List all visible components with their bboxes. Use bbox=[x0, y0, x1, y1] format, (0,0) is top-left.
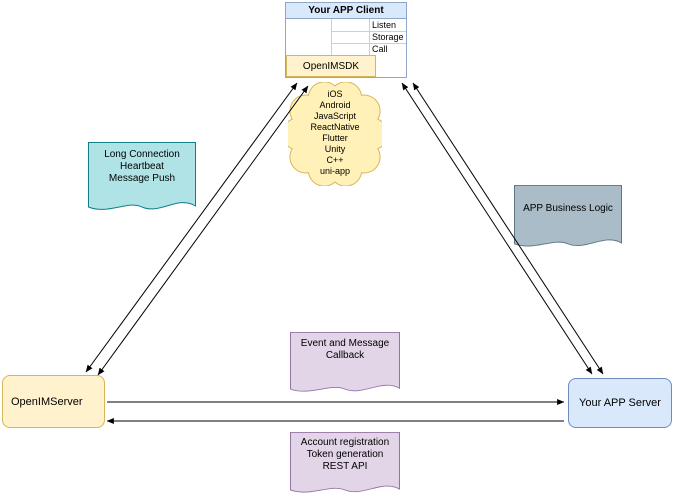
note-rest-api: Account registration Token generation RE… bbox=[290, 432, 400, 498]
openim-server-node: OpenIMServer bbox=[2, 375, 105, 428]
platforms-cloud-text: iOS Android JavaScript ReactNative Flutt… bbox=[288, 89, 382, 177]
platform-label: Android bbox=[319, 100, 351, 110]
client-title: Your APP Client bbox=[286, 3, 406, 19]
note-line: Event and Message bbox=[300, 338, 390, 349]
note-line: APP Business Logic bbox=[523, 203, 613, 214]
platform-label: Unity bbox=[324, 144, 346, 154]
client-interface-storage: Storage bbox=[372, 32, 404, 42]
platform-label: C++ bbox=[326, 155, 344, 165]
note-line: Long Connection bbox=[104, 149, 180, 160]
app-server-node: Your APP Server bbox=[568, 378, 672, 428]
note-business-logic: APP Business Logic bbox=[514, 185, 622, 252]
note-line: Token generation bbox=[306, 449, 384, 460]
connector-sdk-openimserver-1 bbox=[85, 82, 298, 373]
note-callback: Event and Message Callback bbox=[290, 332, 400, 397]
client-divider-vertical-1 bbox=[331, 19, 332, 55]
note-callback-shape bbox=[290, 332, 400, 392]
platform-label: ReactNative bbox=[310, 122, 360, 132]
platform-label: iOS bbox=[327, 89, 343, 99]
platform-label: JavaScript bbox=[313, 111, 357, 121]
client-row-separator-1 bbox=[331, 31, 406, 32]
note-line: REST API bbox=[322, 461, 368, 472]
connector-sdk-openimserver-2 bbox=[97, 85, 309, 376]
openimsdk-node: OpenIMSDK bbox=[286, 55, 376, 77]
client-interface-call: Call bbox=[372, 44, 388, 54]
note-line: Callback bbox=[325, 350, 365, 361]
note-line: Heartbeat bbox=[120, 161, 164, 172]
client-component: Your APP Client Listen Storage Call Open… bbox=[285, 2, 407, 78]
note-line: Message Push bbox=[108, 173, 176, 184]
note-rest-api-shape bbox=[290, 432, 400, 493]
client-row-separator-2 bbox=[331, 43, 406, 44]
client-divider-vertical-2 bbox=[369, 19, 370, 55]
client-interface-listen: Listen bbox=[372, 20, 397, 30]
platform-label: Flutter bbox=[322, 133, 348, 143]
platform-label: uni-app bbox=[319, 166, 351, 176]
note-long-connection: Long Connection Heartbeat Message Push bbox=[88, 142, 196, 216]
note-line: Account registration bbox=[300, 437, 390, 448]
